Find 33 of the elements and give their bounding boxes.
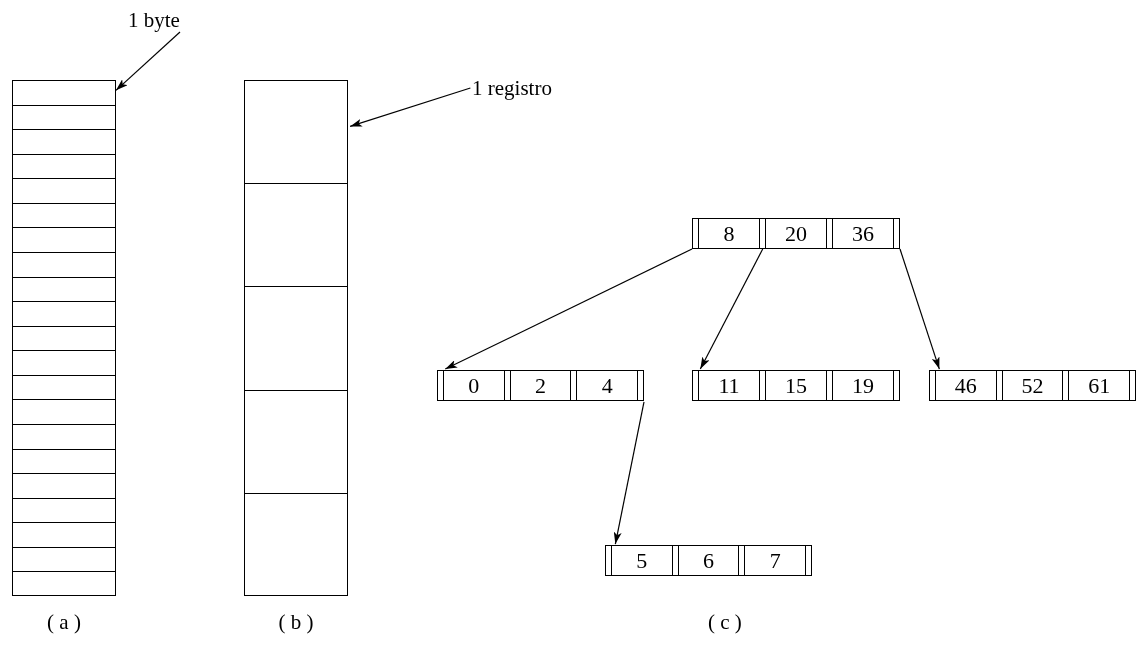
- record-column: [244, 80, 348, 596]
- leader-line: [115, 31, 181, 91]
- key-value: 20: [784, 220, 808, 248]
- panel-label: ( c ): [708, 610, 742, 634]
- panel-label: ( b ): [277, 610, 315, 634]
- key-value: 61: [1087, 372, 1112, 400]
- key-value: 15: [784, 372, 808, 400]
- key-value: 7: [768, 547, 782, 575]
- leader-line: [349, 87, 471, 128]
- key-value: 8: [722, 220, 736, 248]
- key-value: 11: [717, 372, 741, 400]
- key-value: 0: [467, 372, 481, 400]
- callout-text: 1 registro: [472, 76, 552, 100]
- key-value: 19: [851, 372, 875, 400]
- key-value: 36: [851, 220, 875, 248]
- arrow: [613, 401, 645, 545]
- key-value: 46: [953, 372, 978, 400]
- arrow: [444, 248, 693, 370]
- panel-label: ( a ): [46, 610, 82, 634]
- tree-node: [692, 370, 900, 401]
- tree-node: [692, 218, 900, 249]
- key-value: 5: [635, 547, 649, 575]
- callout-text: 1 byte: [128, 8, 180, 32]
- tree-node: [605, 545, 812, 576]
- arrow: [699, 248, 764, 370]
- arrow: [899, 248, 940, 370]
- key-value: 6: [702, 547, 715, 575]
- key-value: 52: [1020, 372, 1045, 400]
- tree-node: [437, 370, 644, 401]
- key-value: 2: [534, 372, 547, 400]
- key-value: 4: [600, 372, 614, 400]
- byte-column: [12, 80, 116, 596]
- tree-node: [929, 370, 1136, 401]
